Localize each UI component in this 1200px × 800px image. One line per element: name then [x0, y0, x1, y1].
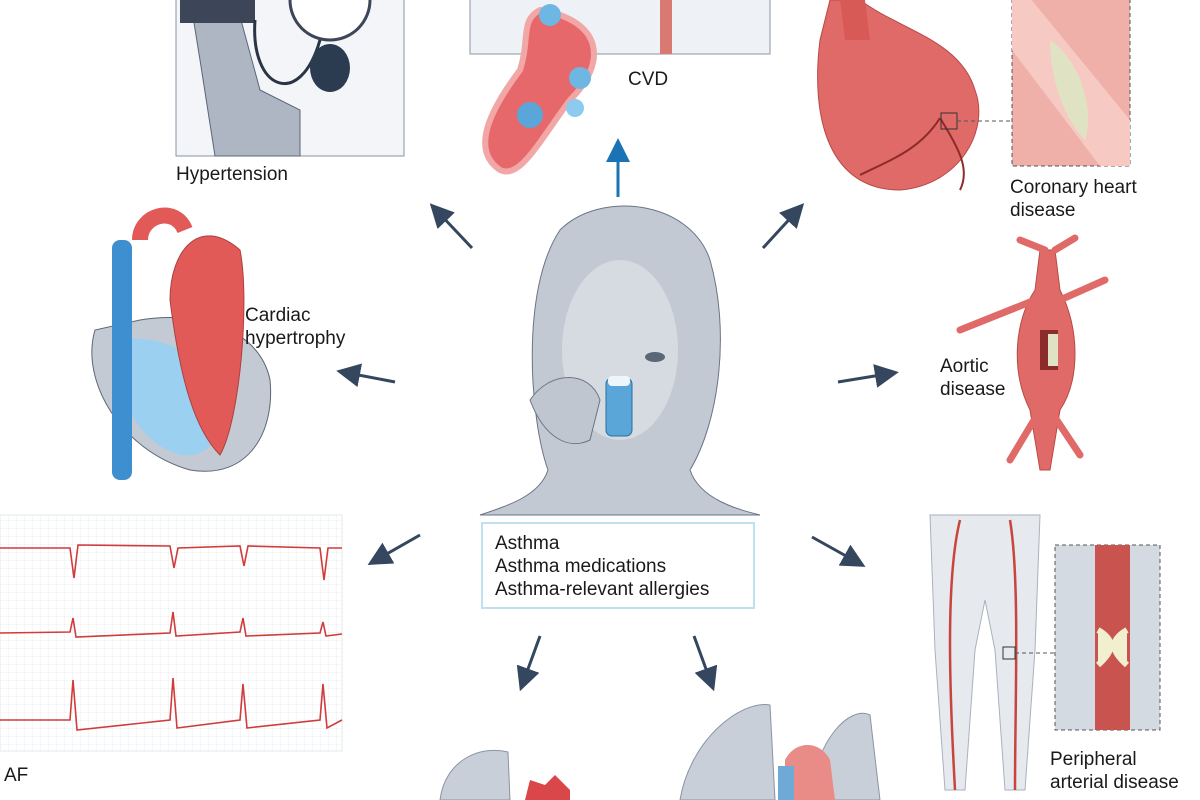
label-cardiac-hypertrophy: Cardiac hypertrophy [245, 304, 345, 350]
arrow-to-af [367, 533, 421, 565]
hypertension-illustration [175, 0, 405, 157]
exposure-medications: Asthma medications [495, 556, 667, 577]
label-cardiac-line2: hypertrophy [245, 328, 346, 349]
arrow-down-left [516, 635, 542, 692]
label-coronary: Coronary heart disease [1010, 176, 1137, 222]
exposure-allergies: Asthma-relevant allergies [495, 579, 710, 600]
label-coronary-line1: Coronary heart [1010, 177, 1137, 198]
label-af: AF [4, 765, 29, 786]
arrow-to-hypertension [429, 203, 474, 250]
exposure-asthma: Asthma [495, 533, 560, 554]
arrow-to-aortic [837, 364, 899, 388]
label-coronary-line2: disease [1010, 200, 1076, 221]
arrows [336, 138, 899, 692]
arrow-to-coronary [761, 203, 805, 250]
label-aortic: Aortic disease [940, 355, 1006, 401]
label-peripheral-line1: Peripheral [1050, 749, 1137, 770]
label-cardiac-line1: Cardiac [245, 305, 311, 326]
af-ecg-illustration [0, 514, 343, 752]
arrow-to-cardiac-hypertrophy [336, 363, 396, 388]
lungs-illustration-left [439, 749, 570, 800]
arrow-down-right [692, 635, 718, 692]
label-hypertension: Hypertension [176, 164, 288, 185]
label-peripheral-line2: arterial disease [1050, 772, 1179, 793]
aortic-disease-illustration [956, 234, 1109, 471]
cardiac-hypertrophy-illustration [91, 207, 272, 480]
exposure-box: Asthma Asthma medications Asthma-relevan… [481, 522, 755, 609]
label-aortic-line1: Aortic [940, 356, 989, 377]
label-cvd: CVD [628, 69, 669, 90]
person-with-inhaler-illustration [479, 205, 761, 516]
label-aortic-line2: disease [940, 379, 1006, 400]
peripheral-arterial-illustration [929, 514, 1161, 791]
arrow-to-peripheral [811, 535, 866, 567]
lungs-illustration-right [679, 704, 881, 800]
label-peripheral: Peripheral arterial disease [1050, 748, 1179, 794]
cvd-illustration [469, 0, 771, 175]
coronary-heart-illustration [817, 0, 1131, 191]
